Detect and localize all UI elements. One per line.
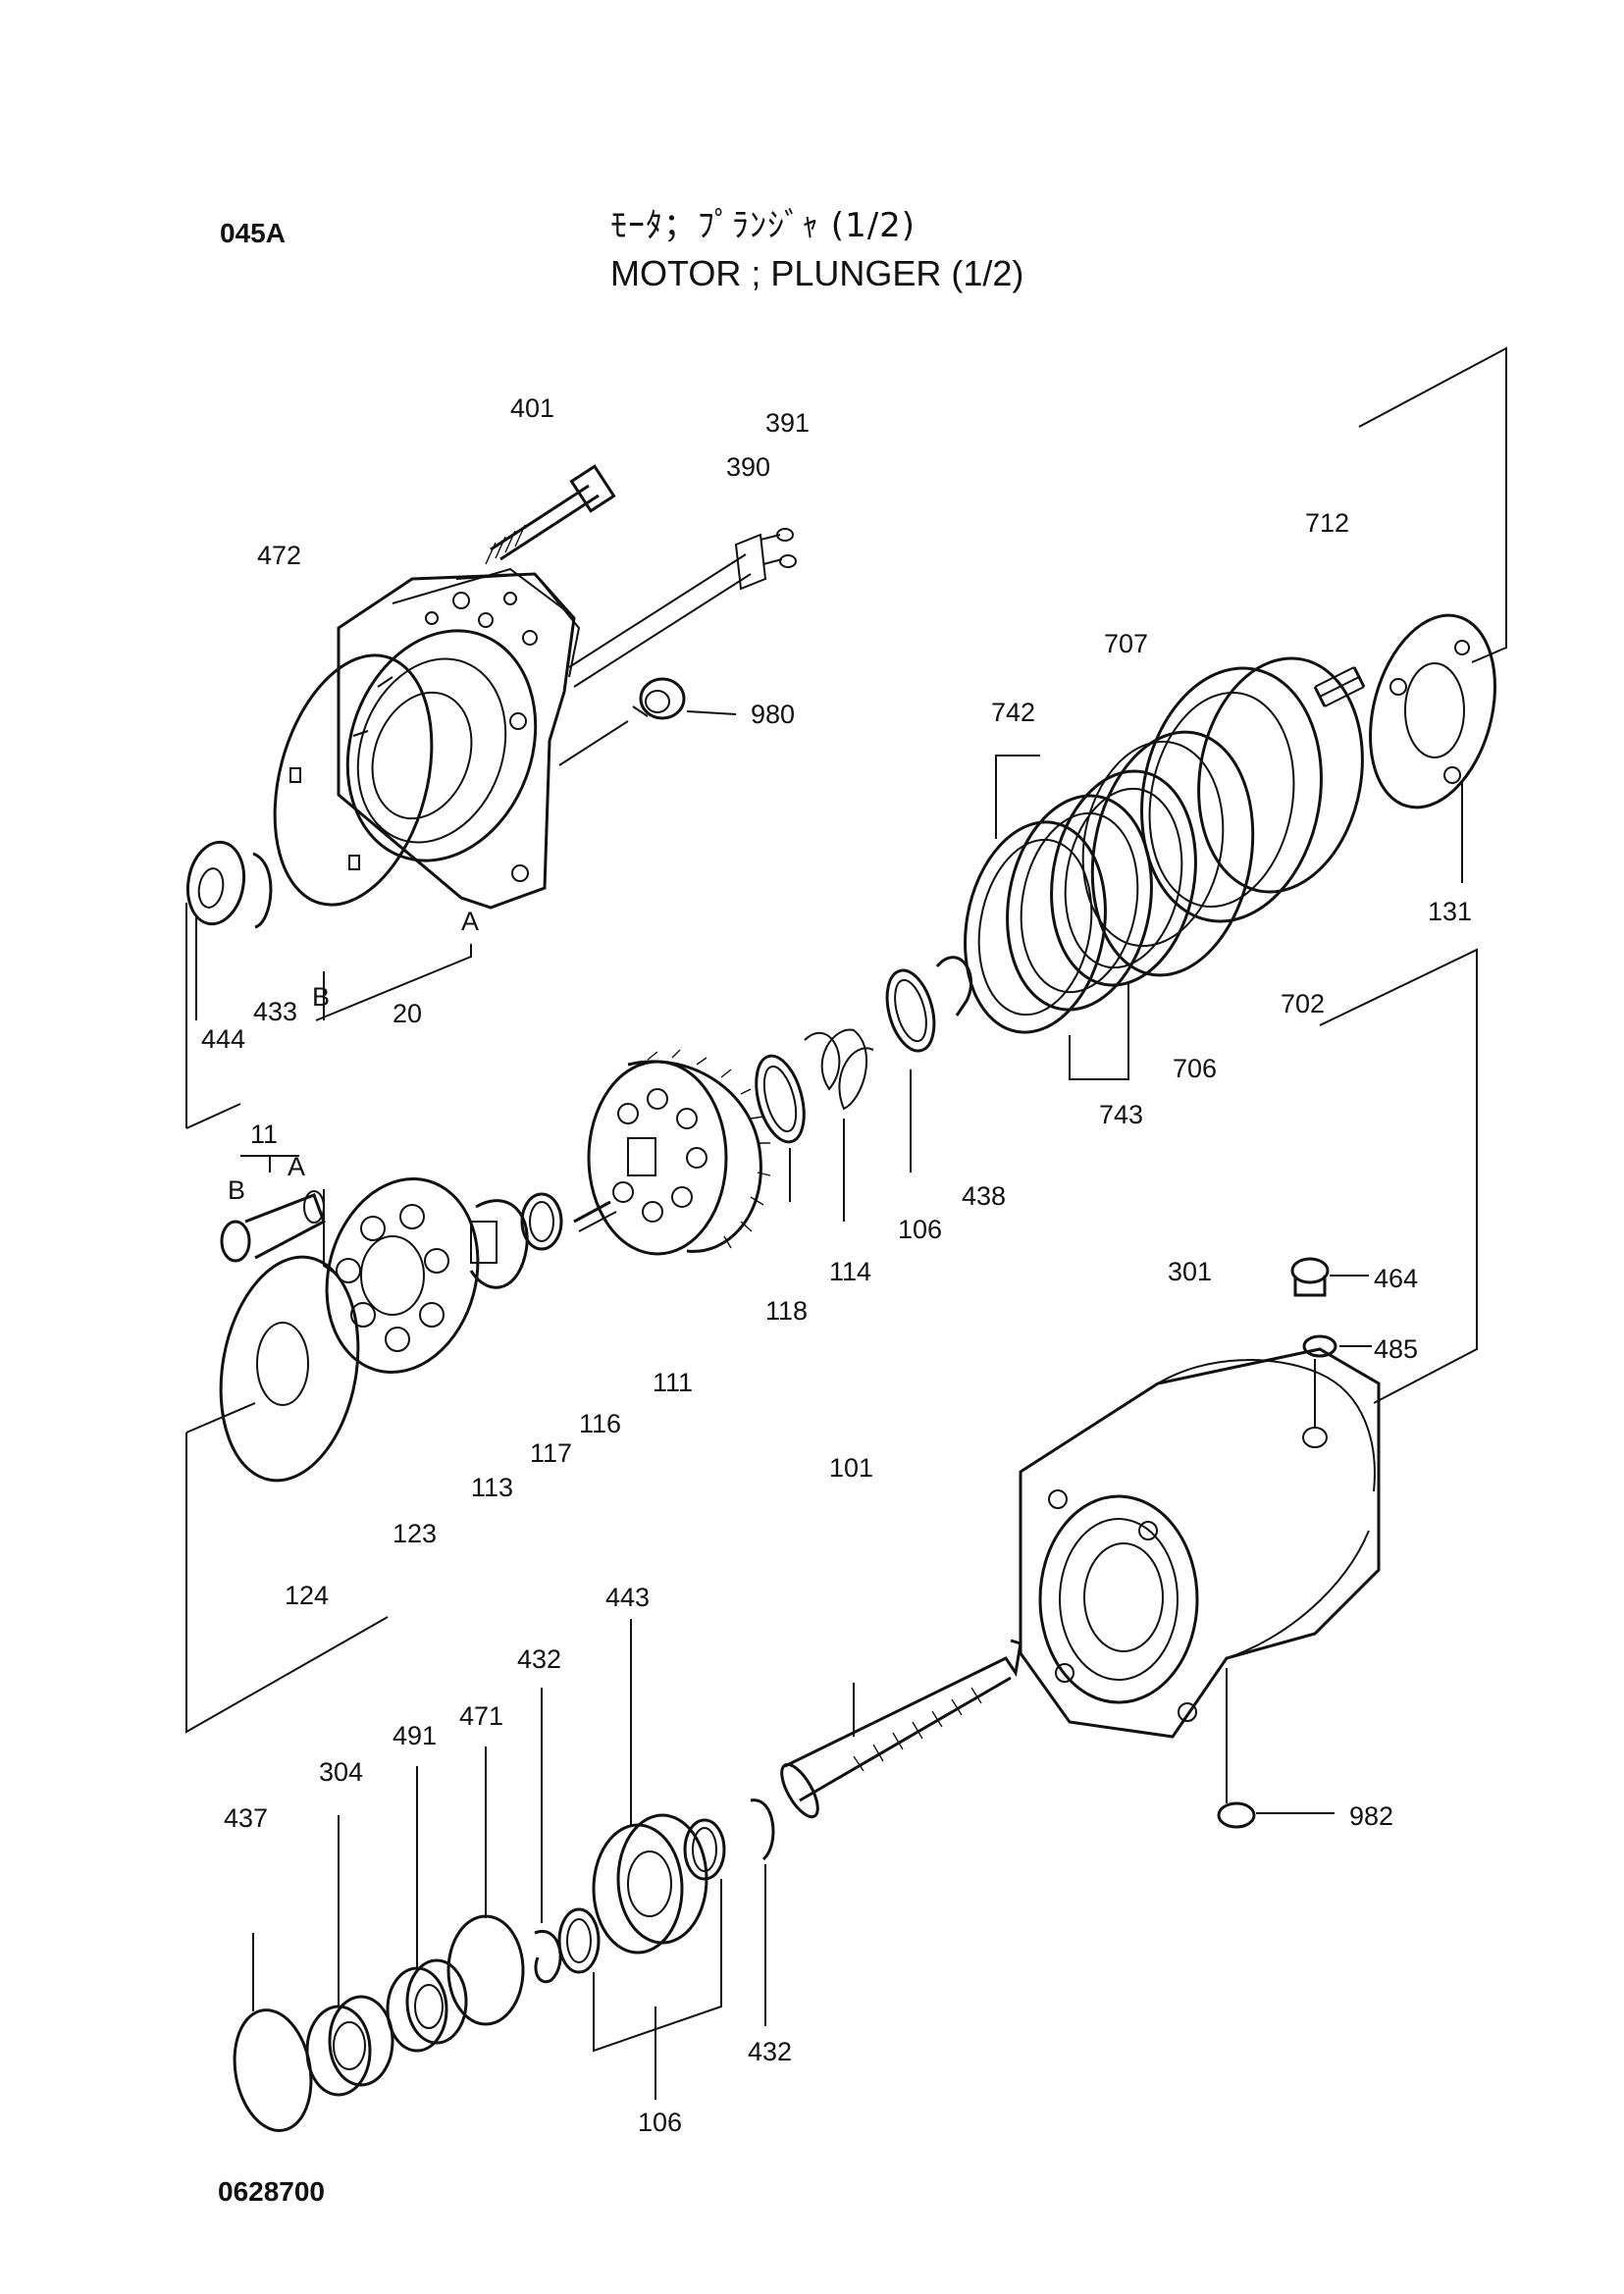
- spring-assembly: [755, 956, 972, 1222]
- callout-491: 491: [393, 1721, 437, 1750]
- callout-124: 124: [285, 1581, 329, 1610]
- callout-433: 433: [253, 997, 297, 1026]
- cylinder-block-111: [587, 1049, 771, 1256]
- callout-706: 706: [1173, 1054, 1217, 1083]
- callout-471: 471: [459, 1701, 503, 1731]
- bottom-seal-bearing-row: [233, 1619, 775, 2132]
- callout-11: 11: [250, 1120, 278, 1149]
- spring-712: [1313, 666, 1366, 707]
- callout-101: 101: [829, 1453, 873, 1483]
- callout-a-upper: A: [461, 907, 479, 936]
- callout-106-b: 106: [638, 2108, 682, 2137]
- callout-401: 401: [510, 393, 554, 423]
- callout-743: 743: [1099, 1100, 1143, 1129]
- callout-113: 113: [471, 1473, 513, 1502]
- callout-20: 20: [393, 999, 422, 1028]
- callout-123: 123: [393, 1519, 437, 1548]
- valve-plate-123: [323, 1176, 480, 1375]
- port-block-assembly: [273, 567, 581, 910]
- output-shaft-101: [780, 1639, 1022, 1819]
- callout-712: 712: [1305, 508, 1349, 538]
- callout-437: 437: [224, 1803, 268, 1833]
- pin-390-assembly: [558, 528, 797, 766]
- swash-plate-124: [219, 1255, 360, 1483]
- plate-131: [1369, 613, 1496, 883]
- section-code: 045A: [220, 218, 286, 248]
- callout-390: 390: [726, 452, 770, 482]
- section-boundary-lines: [185, 346, 1507, 1734]
- callout-742: 742: [991, 698, 1035, 727]
- leader-20: [315, 944, 472, 1021]
- bolt-401: [485, 464, 616, 565]
- callout-485: 485: [1374, 1334, 1418, 1364]
- callout-131: 131: [1428, 897, 1472, 926]
- callout-a-lower: A: [288, 1152, 305, 1181]
- drawing-number: 0628700: [218, 2176, 326, 2207]
- callout-432-a: 432: [517, 1644, 561, 1674]
- callout-432-b: 432: [748, 2037, 792, 2066]
- plug-982: [1217, 1668, 1335, 1829]
- callout-b-lower: B: [228, 1175, 245, 1205]
- title-japanese: ﾓｰﾀ；ﾌﾟﾗﾝｼﾞｬ (1/2): [610, 206, 917, 245]
- callout-301: 301: [1168, 1257, 1212, 1286]
- callout-111: 111: [653, 1368, 693, 1397]
- callout-472: 472: [257, 541, 301, 570]
- title-english: MOTOR ; PLUNGER (1/2): [610, 253, 1024, 293]
- callout-438: 438: [962, 1181, 1006, 1211]
- callout-980: 980: [751, 700, 795, 729]
- callout-117: 117: [530, 1438, 572, 1468]
- brake-disc-stack: [964, 755, 1197, 1080]
- callout-labels: 401 391 390 472 980 712 707 742 131 702 …: [201, 393, 1472, 2137]
- callout-444: 444: [201, 1024, 245, 1054]
- callout-464: 464: [1374, 1264, 1418, 1293]
- plug-980: [632, 677, 737, 720]
- callout-b-upper: B: [312, 982, 330, 1012]
- callout-116: 116: [579, 1409, 621, 1438]
- spline-parts: [469, 1192, 617, 1289]
- valve-assembly-11: [220, 1155, 326, 1263]
- callout-707: 707: [1104, 629, 1148, 658]
- motor-housing-301: [1019, 1347, 1381, 1739]
- cap-464: [1290, 1257, 1372, 1428]
- callout-114: 114: [829, 1257, 871, 1286]
- bearing-444: [185, 840, 273, 1020]
- callout-391: 391: [765, 408, 810, 438]
- callout-304: 304: [319, 1757, 363, 1787]
- callout-982: 982: [1349, 1801, 1393, 1831]
- callout-702: 702: [1281, 989, 1325, 1018]
- callout-443: 443: [605, 1583, 650, 1612]
- callout-118: 118: [765, 1296, 808, 1326]
- brake-piston-702: [1081, 656, 1364, 977]
- callout-106-a: 106: [898, 1215, 942, 1244]
